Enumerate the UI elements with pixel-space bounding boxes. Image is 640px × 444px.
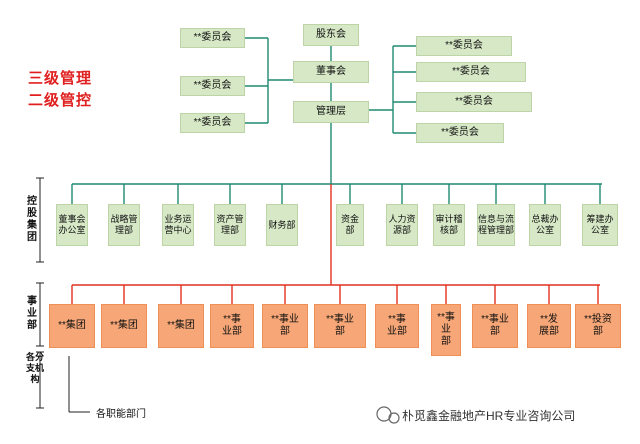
business-unit: **事业部: [262, 304, 308, 348]
business-unit: **集团: [101, 304, 147, 348]
left-committee-2: **委员会: [180, 76, 245, 96]
right-committee-1: **委员会: [416, 36, 512, 56]
holding-unit: 战略管理部: [108, 204, 140, 246]
side-label-holding: 控股集团: [27, 196, 37, 243]
title-three-level: 三级管理: [28, 70, 93, 87]
holding-unit: 董事会办公室: [56, 204, 88, 246]
holding-unit: 总裁办公室: [529, 204, 561, 246]
holding-unit: 资产管理部: [214, 204, 246, 246]
business-unit: **事业部: [472, 304, 518, 348]
business-unit: **事业部: [210, 304, 254, 348]
business-unit: **发展部: [527, 304, 571, 348]
business-unit: **事业部: [431, 304, 461, 356]
holding-unit: 业务运营中心: [162, 204, 194, 246]
business-unit: **集团: [49, 304, 95, 348]
watermark-logo-icon: [376, 406, 400, 424]
board-box: 董事会: [293, 61, 369, 83]
right-committee-3: **委员会: [416, 92, 532, 112]
shareholders-box: 股东会: [303, 24, 359, 46]
business-unit: **集团: [158, 304, 204, 348]
right-committee-4: **委员会: [416, 123, 504, 143]
holding-unit: 资金部: [336, 204, 364, 246]
management-box: 管理层: [293, 101, 369, 123]
holding-unit: 财务部: [266, 204, 298, 246]
right-committee-2: **委员会: [416, 62, 526, 82]
side-label-business: 事业部: [27, 296, 37, 331]
left-committee-3: **委员会: [180, 113, 245, 133]
footer-label: 各职能部门: [96, 409, 146, 420]
business-unit: **事业部: [375, 304, 419, 348]
left-committee-1: **委员会: [180, 28, 245, 48]
holding-unit: 审计稽核部: [433, 204, 465, 246]
business-unit: **投资部: [575, 304, 621, 348]
business-unit: **事业部: [314, 304, 366, 348]
watermark-text: 朴觅鑫金融地产HR专业咨询公司: [402, 409, 576, 423]
title-two-level: 二级管控: [28, 92, 93, 109]
holding-unit: 人力资源部: [386, 204, 418, 246]
holding-unit: 信息与流程管理部: [477, 204, 515, 246]
holding-unit: 筹建办公室: [582, 204, 618, 246]
side-label-branches: 各分支机构: [25, 352, 44, 384]
